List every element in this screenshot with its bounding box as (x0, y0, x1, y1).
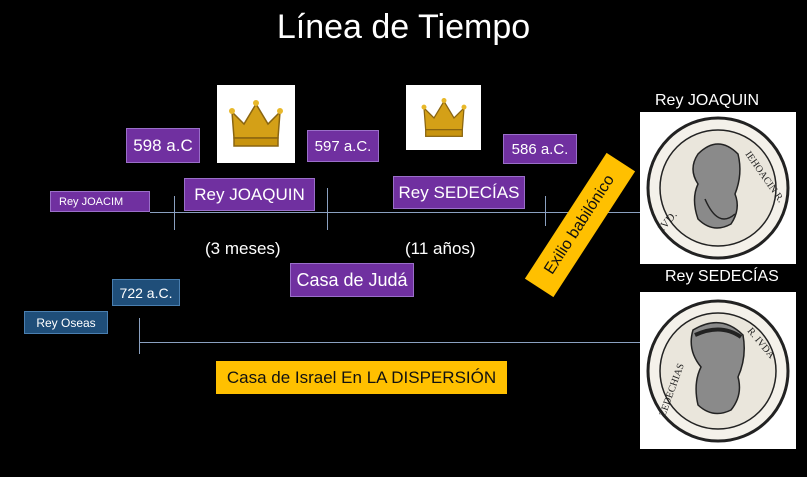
date-586: 586 a.C. (503, 134, 577, 164)
tick-597 (327, 188, 328, 230)
king-joacim: Rey JOACIM (50, 191, 150, 212)
coin-portrait-icon: IVD. IEHOACIN R. (646, 116, 790, 260)
duration-sedecias: (11 años) (405, 239, 476, 258)
date-598: 598 a.C (126, 128, 200, 163)
tick-722 (139, 318, 140, 354)
tick-586 (545, 196, 546, 226)
portrait-label-joaquin: Rey JOAQUIN (655, 92, 760, 109)
juda-timeline (150, 212, 640, 213)
crown-image-joaquin (217, 85, 295, 163)
crown-icon (421, 97, 466, 137)
portrait-sedecias: ZEDECHIAS R. IVDA (640, 292, 796, 449)
house-israel: Casa de Israel En LA DISPERSIÓN (216, 361, 507, 394)
crown-image-sedecias (406, 85, 481, 150)
crown-icon (229, 100, 283, 147)
house-juda: Casa de Judá (290, 263, 414, 297)
coin-portrait-icon: ZEDECHIAS R. IVDA (646, 299, 790, 442)
king-joaquin: Rey JOAQUIN (184, 178, 315, 211)
king-sedecias: Rey SEDECÍAS (393, 176, 525, 209)
date-722: 722 a.C. (112, 279, 180, 306)
exile-label: Exilio babilónico (524, 152, 636, 298)
king-oseas: Rey Oseas (24, 311, 108, 334)
duration-joaquin: (3 meses) (205, 239, 281, 258)
date-597: 597 a.C. (307, 130, 379, 162)
page-title: Línea de Tiempo (276, 8, 531, 46)
portrait-joaquin: IVD. IEHOACIN R. (640, 112, 796, 264)
israel-timeline (140, 342, 640, 343)
portrait-label-sedecias: Rey SEDECÍAS (665, 268, 779, 285)
tick-598 (174, 196, 175, 230)
